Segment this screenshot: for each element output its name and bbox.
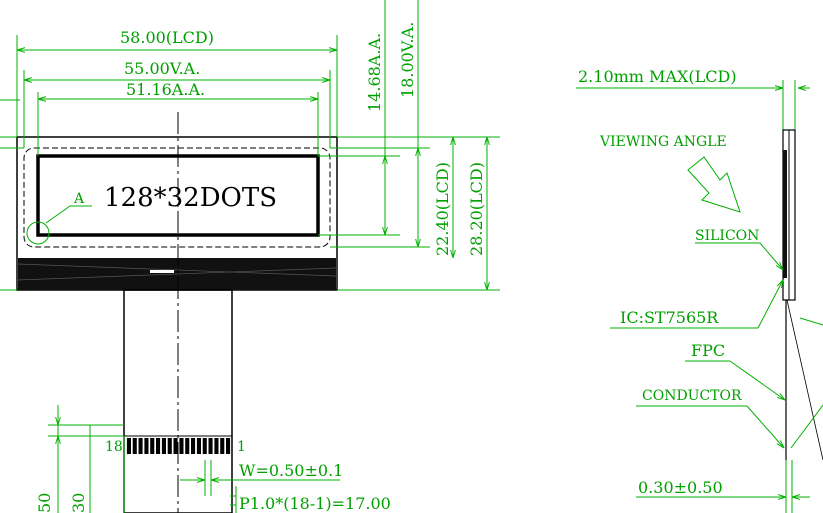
fpc-pin (208, 438, 213, 454)
pin-first-label: 18 (105, 439, 123, 455)
fpc-pin (138, 438, 143, 454)
dim-conductor: 0.30±0.50 (638, 478, 723, 497)
marker-a-label: A (73, 191, 85, 207)
dim-bottom-50: 50 (35, 493, 54, 513)
dim-va-height: 18.00V.A. (398, 22, 417, 98)
marker-a-circle (26, 221, 50, 245)
fpc-pin (226, 438, 231, 454)
dim-pin-pitch: P1.0*(18-1)=17.00 (239, 494, 391, 513)
dim-va-width: 55.00V.A. (124, 59, 200, 78)
fpc-pin (132, 438, 137, 454)
fpc-pin (167, 438, 172, 454)
dim-aa-height: 14.68A.A. (365, 33, 384, 112)
dim-pin-width: W=0.50±0.1 (239, 461, 343, 480)
ic-label: IC:ST7565R (620, 308, 719, 327)
viewing-angle-label: VIEWING ANGLE (599, 134, 727, 150)
fpc-pin (191, 438, 196, 454)
dim-aa-width: 51.16A.A. (126, 80, 205, 99)
fpc-pin (196, 438, 201, 454)
dim-lcd-height-2: 28.20(LCD) (467, 162, 486, 256)
silicon-label: SILICON (695, 228, 759, 244)
fpc-pin (161, 438, 166, 454)
fpc-pin (214, 438, 219, 454)
fpc-pin (185, 438, 190, 454)
pin-last-label: 1 (237, 439, 246, 455)
fpc-pin (156, 438, 161, 454)
fpc-pin (179, 438, 184, 454)
fpc-pin (150, 438, 155, 454)
viewing-angle-arrow (687, 156, 741, 213)
fpc-pin (220, 438, 225, 454)
fpc-pins (126, 438, 231, 454)
fpc-pin (126, 438, 131, 454)
dim-thickness: 2.10mm MAX(LCD) (578, 67, 737, 86)
fpc-pin (173, 438, 178, 454)
conductor-label: CONDUCTOR (642, 388, 742, 404)
front-view: A 128*32DOTS 58.00(LCD) 55.00V.A. 51.16A… (0, 0, 500, 513)
fpc-label: FPC (691, 341, 725, 360)
dim-lcd-width: 58.00(LCD) (120, 28, 214, 47)
fpc-pin (144, 438, 149, 454)
dim-bottom-30: 30 (69, 493, 88, 513)
dim-lcd-height-1: 22.40(LCD) (433, 162, 452, 256)
fpc-pin (202, 438, 207, 454)
side-view: 2.10mm MAX(LCD) VIEWING ANGLE SILICON IC… (576, 67, 823, 513)
display-resolution-text: 128*32DOTS (104, 183, 277, 213)
